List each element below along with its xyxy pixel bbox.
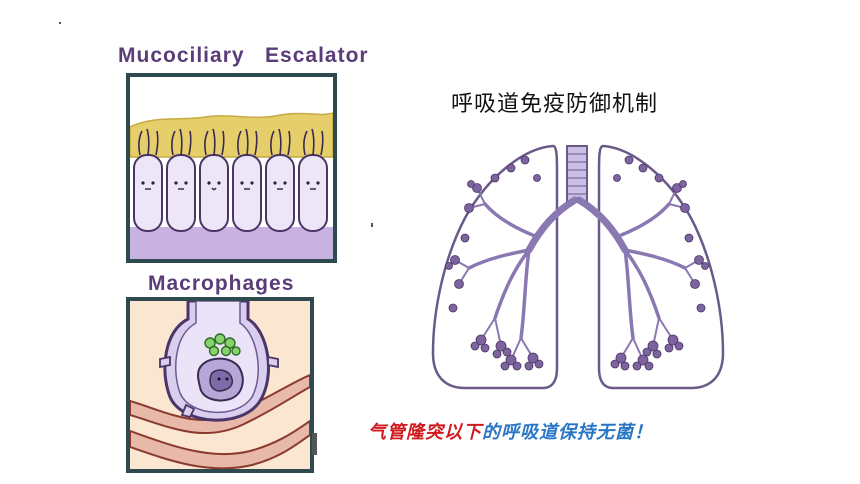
decorative-speck xyxy=(59,22,61,24)
decorative-speck xyxy=(312,433,317,455)
mucociliary-escalator-panel xyxy=(126,73,337,263)
alveolar-macrophage-illustration xyxy=(130,301,310,469)
caption-part-red: 气管隆突以下 xyxy=(368,422,482,443)
lungs-illustration xyxy=(431,144,725,390)
mucociliary-escalator-title: Mucociliary Escalator xyxy=(118,44,369,67)
ciliated-epithelium-illustration xyxy=(130,77,333,259)
decorative-speck xyxy=(371,223,373,227)
macrophages-title: Macrophages xyxy=(148,272,295,295)
caption-part-blue: 的呼吸道保持无菌！ xyxy=(482,422,653,443)
respiratory-immune-defense-title: 呼吸道免疫防御机制 xyxy=(451,92,659,117)
caption-text: 气管隆突以下的呼吸道保持无菌！ xyxy=(368,418,653,444)
macrophages-panel xyxy=(126,297,314,473)
